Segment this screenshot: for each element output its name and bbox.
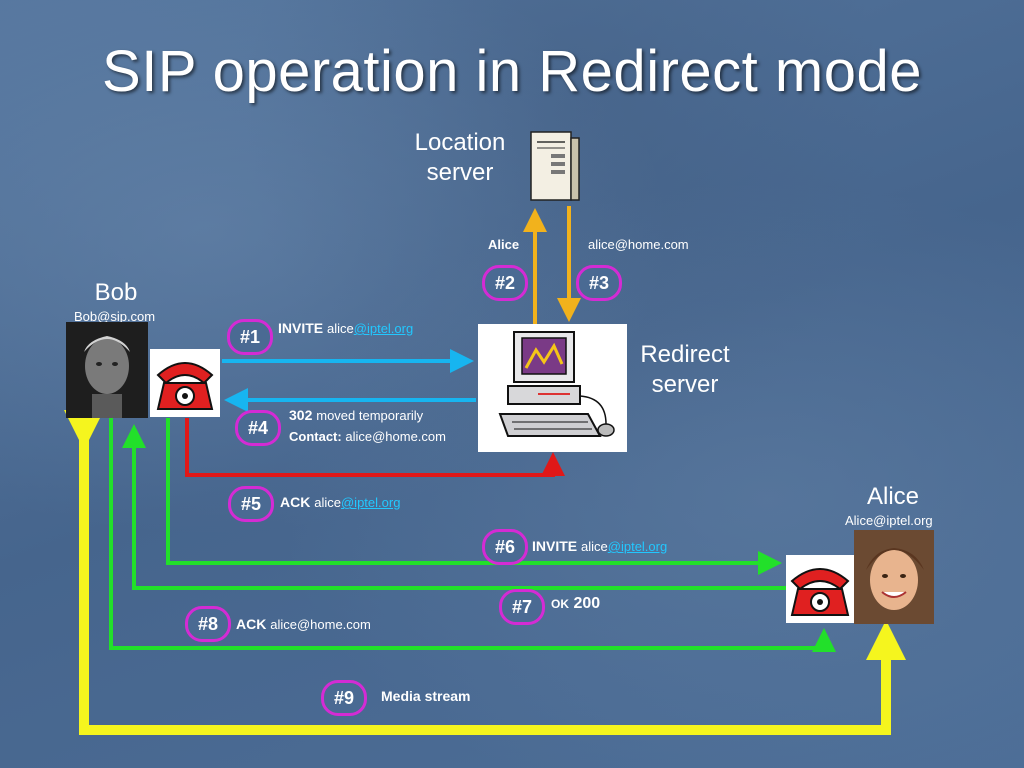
telephone-icon — [150, 349, 220, 417]
computer-icon — [498, 331, 615, 437]
step-badge-9: #9 — [321, 680, 367, 716]
bob-address: Bob@sip.com — [74, 309, 156, 324]
link-iptel-5[interactable]: @iptel.org — [340, 495, 401, 510]
step-badge-3: #3 — [576, 265, 622, 301]
message-invite-6: INVITE alice@iptel.org — [532, 538, 668, 554]
lookup-query: Alice — [488, 237, 520, 252]
alice-address: Alice@iptel.org — [845, 513, 933, 528]
step-badge-6: #6 — [482, 529, 528, 565]
location-server-label: Location server — [414, 129, 506, 186]
redirect-server-label: Redirect server — [640, 341, 730, 398]
slide-title: SIP operation in Redirect mode — [102, 39, 922, 104]
link-iptel-1[interactable]: @iptel.org — [353, 321, 414, 336]
redirect-server-card — [478, 324, 627, 452]
message-302: 302 moved temporarily — [289, 407, 424, 423]
message-invite-1: INVITE alice@iptel.org — [278, 320, 414, 336]
bob-name: Bob — [94, 279, 138, 306]
step-badge-8: #8 — [185, 606, 231, 642]
link-iptel-6[interactable]: @iptel.org — [607, 539, 668, 554]
alice-photo — [854, 530, 934, 624]
alice-name: Alice — [866, 483, 920, 510]
step-badge-4: #4 — [235, 410, 281, 446]
message-ack-5: ACK alice@iptel.org — [280, 494, 401, 510]
arrow-media-stream — [64, 410, 906, 735]
lookup-result: alice@home.com — [588, 237, 689, 252]
message-ok-200: OK 200 — [551, 595, 601, 612]
bob-photo — [66, 322, 148, 418]
message-ack-8: ACK alice@home.com — [236, 616, 371, 632]
server-tower-icon — [525, 128, 581, 204]
message-302-contact: Contact: alice@home.com — [289, 429, 446, 444]
step-badge-1: #1 — [227, 319, 273, 355]
telephone-icon — [786, 555, 854, 623]
step-badge-2: #2 — [482, 265, 528, 301]
step-badge-7: #7 — [499, 589, 545, 625]
step-badge-5: #5 — [228, 486, 274, 522]
message-media-stream: Media stream — [381, 688, 471, 704]
